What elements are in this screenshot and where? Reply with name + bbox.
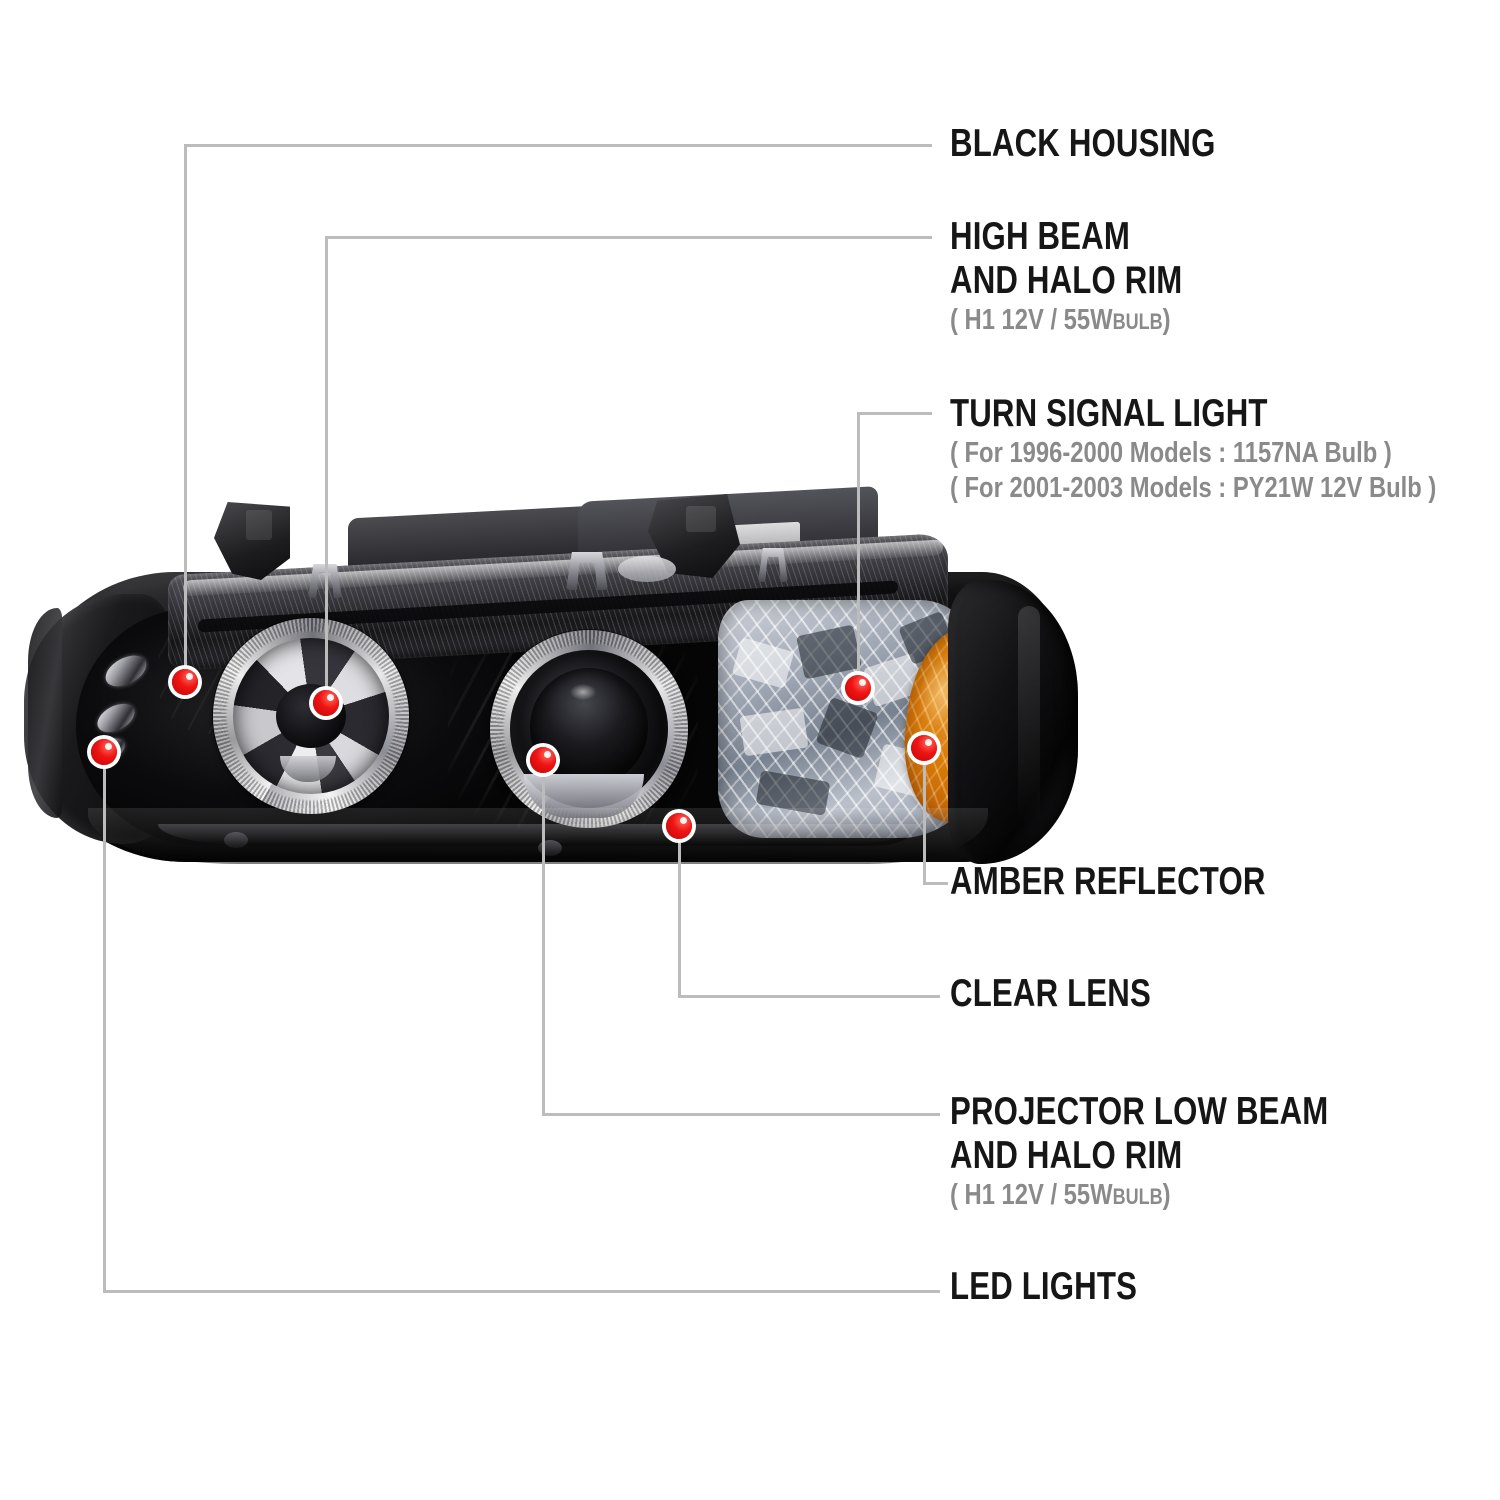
leader-line-clear-lens-vertical bbox=[678, 826, 681, 998]
housing-screw-1 bbox=[224, 832, 248, 848]
callout-subtitle-turn-signal-2: ( For 2001-2003 Models : PY21W 12V Bulb … bbox=[950, 472, 1437, 504]
high-beam-bulb-paren: ) bbox=[1162, 304, 1171, 336]
marker-led-lights[interactable] bbox=[91, 739, 117, 765]
marker-low-beam[interactable] bbox=[530, 747, 556, 773]
marker-amber-reflector[interactable] bbox=[911, 735, 937, 761]
callout-title-led-lights: LED LIGHTS bbox=[950, 1265, 1138, 1308]
callout-amber-reflector: AMBER REFLECTOR bbox=[950, 860, 1344, 904]
mounting-tab-left-slot bbox=[246, 510, 272, 540]
callout-subtitle-low-beam-bulb: ( H1 12V / 55WBULB) bbox=[950, 1178, 1338, 1214]
leader-line-high-beam-vertical bbox=[325, 236, 328, 703]
callout-black-housing: BLACK HOUSING bbox=[950, 122, 1282, 166]
marker-clear-lens[interactable] bbox=[666, 813, 692, 839]
marker-turn-signal[interactable] bbox=[845, 675, 871, 701]
adjuster-knob bbox=[618, 556, 676, 582]
callout-title-clear-lens: CLEAR LENS bbox=[950, 972, 1151, 1015]
leader-line-high-beam-horizontal bbox=[325, 236, 932, 239]
low-beam-bulb-paren: ) bbox=[1162, 1179, 1171, 1211]
leader-line-black-housing-horizontal bbox=[184, 144, 932, 147]
leader-line-led-horizontal bbox=[103, 1290, 940, 1293]
marker-high-beam[interactable] bbox=[313, 690, 339, 716]
leader-line-low-beam-vertical bbox=[542, 760, 545, 1116]
callout-title-turn-signal: TURN SIGNAL LIGHT bbox=[950, 392, 1268, 435]
callout-title-amber-reflector: AMBER REFLECTOR bbox=[950, 860, 1266, 903]
clear-lens-facet bbox=[739, 707, 809, 757]
callout-title-high-beam-line1: HIGH BEAM bbox=[950, 215, 1130, 258]
callout-subtitle-turn-signal-1: ( For 1996-2000 Models : 1157NA Bulb ) bbox=[950, 437, 1392, 469]
clear-lens-facet bbox=[731, 637, 795, 689]
high-beam-bulb-word: BULB bbox=[1112, 309, 1163, 334]
housing-bottom-lip-highlight bbox=[158, 824, 918, 844]
callout-title-low-beam-line1: PROJECTOR LOW BEAM bbox=[950, 1090, 1329, 1133]
projector-lens-glint bbox=[570, 684, 596, 700]
callout-title-black-housing: BLACK HOUSING bbox=[950, 122, 1216, 165]
headlight-assembly-image bbox=[18, 486, 1080, 880]
callout-high-beam: HIGH BEAM AND HALO RIM ( H1 12V / 55WBUL… bbox=[950, 215, 1241, 339]
marker-black-housing[interactable] bbox=[172, 669, 198, 695]
callout-subtitle-high-beam-bulb: ( H1 12V / 55WBULB) bbox=[950, 303, 1188, 339]
low-beam-bulb-word: BULB bbox=[1112, 1184, 1163, 1209]
leader-line-amber-vertical bbox=[923, 748, 926, 885]
leader-line-turn-signal-horizontal bbox=[857, 412, 932, 415]
low-beam-bulb-spec: ( H1 12V / 55W bbox=[950, 1179, 1113, 1211]
high-beam-bulb-spec: ( H1 12V / 55W bbox=[950, 304, 1113, 336]
leader-line-low-beam-horizontal bbox=[542, 1113, 940, 1116]
housing-right-bezel-highlight bbox=[1018, 606, 1040, 826]
callout-title-high-beam-line2: AND HALO RIM bbox=[950, 259, 1183, 302]
leader-line-amber-horizontal bbox=[923, 882, 948, 885]
clear-lens-facet bbox=[796, 624, 862, 680]
callout-led-lights: LED LIGHTS bbox=[950, 1265, 1184, 1309]
leader-line-turn-signal-vertical bbox=[857, 412, 860, 688]
housing-left-edge-trim bbox=[28, 608, 62, 818]
callout-clear-lens: CLEAR LENS bbox=[950, 972, 1201, 1016]
callout-low-beam: PROJECTOR LOW BEAM AND HALO RIM ( H1 12V… bbox=[950, 1090, 1423, 1214]
clear-lens-facet bbox=[815, 696, 879, 760]
leader-line-black-housing-vertical bbox=[184, 144, 187, 682]
mounting-tab-right-slot bbox=[686, 506, 716, 532]
callout-title-low-beam-line2: AND HALO RIM bbox=[950, 1134, 1183, 1177]
leader-line-clear-lens-horizontal bbox=[678, 995, 940, 998]
callout-turn-signal: TURN SIGNAL LIGHT ( For 1996-2000 Models… bbox=[950, 392, 1500, 506]
leader-line-led-vertical bbox=[103, 752, 106, 1293]
